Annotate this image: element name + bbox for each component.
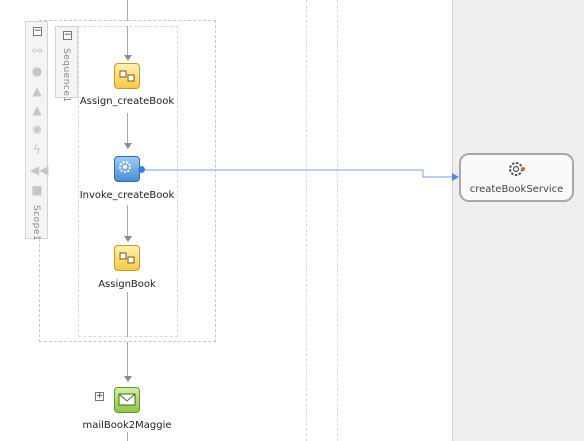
box-icon[interactable]: ■ (31, 183, 43, 197)
compensate-icon[interactable]: ⚯ (31, 44, 43, 58)
lightning-icon[interactable]: ϟ (33, 143, 41, 157)
triangle-icon[interactable]: ▲ (32, 103, 42, 117)
assign-glyph-icon (119, 70, 135, 82)
activity-label[interactable]: Assign_createBook (79, 96, 175, 107)
gear-cog-icon (509, 162, 525, 176)
partner-links-lane (452, 0, 584, 441)
scope-label: Scope1 (31, 205, 41, 242)
cog-icon[interactable]: ✺ (31, 123, 43, 137)
flow-arrow (124, 143, 132, 149)
flow-line (127, 342, 128, 378)
expand-button[interactable]: + (95, 391, 104, 401)
email-icon[interactable] (114, 387, 140, 413)
activity-label[interactable]: AssignBook (98, 279, 156, 290)
swimlane-divider (306, 0, 307, 441)
flow-arrow (124, 376, 132, 382)
invoke-gear-icon (119, 161, 131, 173)
scope-collapse-button[interactable]: − (33, 26, 42, 36)
envelope-icon (118, 393, 136, 406)
assign-glyph-icon (119, 252, 135, 264)
swimlane-divider (337, 0, 338, 441)
assign-icon[interactable] (114, 245, 140, 271)
activity-label[interactable]: Invoke_createBook (79, 190, 175, 201)
scope-tab[interactable]: − Scope1 (25, 21, 48, 242)
activity-label[interactable]: mailBook2Maggie (82, 420, 172, 431)
sequence-container[interactable] (78, 26, 178, 337)
invoke-icon[interactable] (114, 156, 140, 182)
rewind-icon[interactable]: ◀◀ (30, 163, 49, 177)
assign-icon[interactable] (114, 63, 140, 89)
flow-line (127, 26, 128, 56)
flow-line (127, 432, 128, 441)
flow-arrow (124, 236, 132, 242)
flow-line (127, 292, 128, 337)
invoke-port[interactable] (138, 166, 145, 173)
flow-arrow (124, 55, 132, 61)
partner-link-label: createBookService (469, 184, 564, 195)
sequence-label: Sequence1 (61, 48, 71, 103)
flow-line (127, 205, 128, 238)
sequence-collapse-button[interactable]: − (63, 30, 72, 40)
sequence-tab[interactable]: − Sequence1 (55, 26, 78, 103)
flow-line (127, 0, 128, 21)
partner-link-service[interactable]: createBookService (459, 153, 574, 202)
flow-line (127, 113, 128, 149)
warning-icon[interactable]: ▲ (32, 84, 42, 98)
gear-icon[interactable]: ● (31, 64, 43, 78)
